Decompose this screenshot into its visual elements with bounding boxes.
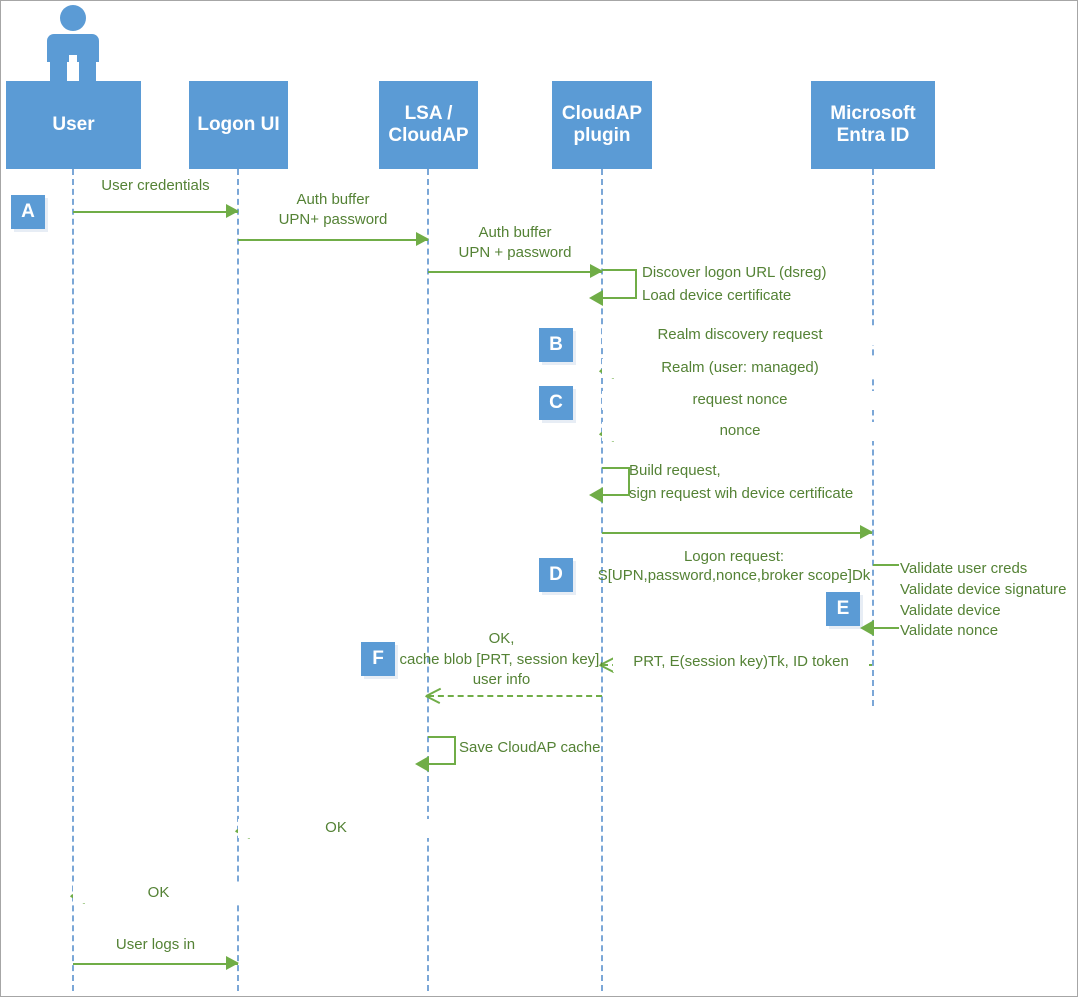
participant-user[interactable]: User [6, 81, 141, 169]
message-realm-response-label: Realm (user: managed) [602, 359, 878, 378]
participant-logon-ui-label: Logon UI [197, 114, 280, 136]
message-line [428, 271, 602, 273]
message-line [73, 963, 238, 965]
message-ok-to-logon-ui-label: OK [238, 819, 434, 838]
message-realm-discovery-request-label: Realm discovery request [602, 326, 878, 345]
lifeline-cloudap-plugin [601, 169, 603, 991]
step-marker-c-label: C [549, 392, 563, 413]
step-marker-d-label: D [549, 564, 563, 585]
self-message-build-sign-request-label-line2: sign request wih device certificate [629, 485, 854, 502]
step-marker-c[interactable]: C [539, 386, 573, 420]
step-marker-a-label: A [21, 201, 35, 222]
message-logon-request-label-line1: Logon request: [683, 548, 785, 565]
actor-leg-right [79, 55, 96, 81]
message-line [238, 239, 428, 241]
self-message-validate-label-line4: Validate nonce [900, 622, 999, 639]
message-cache-blob-label-line1: OK, [488, 630, 515, 647]
actor-head [60, 5, 86, 31]
actor-leg-gap [69, 55, 77, 81]
self-message-build-sign-request-label-line1: Build request, [629, 462, 721, 479]
message-request-nonce-label: request nonce [602, 391, 878, 410]
step-marker-f[interactable]: F [361, 642, 395, 676]
arrowhead-left-icon [415, 756, 429, 772]
participant-cloudap-plugin-label-line1: CloudAP [561, 103, 643, 125]
arrowhead-right-icon [416, 232, 429, 246]
message-auth-buffer-2-label-line1: Auth buffer [478, 224, 552, 241]
participant-entra-id-label-line2: Entra ID [836, 125, 910, 146]
step-marker-a[interactable]: A [11, 195, 45, 229]
self-message-validate-label-line1: Validate user creds [900, 560, 1028, 577]
message-logon-request-label-line2: S[UPN,password,nonce,broker scope]Dk [597, 567, 871, 584]
user-actor-icon [47, 5, 99, 81]
self-message-validate[interactable] [860, 564, 899, 636]
message-cache-blob-label-line3: user info [472, 671, 531, 688]
participant-cloudap-plugin-label-line2: plugin [573, 125, 631, 146]
participant-lsa-cloudap-label-line1: LSA / [404, 103, 453, 125]
arrowhead-left-icon [589, 487, 603, 503]
self-message-discover-logon-url-label-line2: Load device certificate [642, 287, 792, 304]
actor-leg-left [50, 55, 67, 81]
step-marker-f-label: F [372, 648, 384, 669]
lifeline-user [72, 169, 74, 991]
self-message-validate-label-line2: Validate device signature [900, 581, 1067, 598]
arrowhead-right-icon [590, 264, 603, 278]
lifeline-lsa-cloudap [427, 169, 429, 991]
arrowhead-left-icon [860, 620, 874, 636]
participant-lsa-cloudap-label-line2: CloudAP [388, 125, 469, 146]
arrowhead-left-icon [589, 290, 603, 306]
message-ok-to-user-label: OK [73, 884, 244, 903]
step-marker-e-label: E [836, 598, 850, 619]
step-marker-b[interactable]: B [539, 328, 573, 362]
participant-entra-id[interactable]: Microsoft Entra ID [811, 81, 935, 169]
participant-cloudap-plugin[interactable]: CloudAP plugin [552, 81, 652, 169]
message-line [428, 695, 602, 697]
message-user-logs-in-label: User logs in [115, 936, 196, 953]
message-auth-buffer-1-label-line2: UPN+ password [278, 211, 388, 228]
self-message-discover-logon-url-label-line1: Discover logon URL (dsreg) [642, 264, 827, 281]
participant-user-label: User [52, 114, 95, 136]
participant-entra-id-label-line1: Microsoft [830, 103, 916, 125]
self-message-save-cloudap-cache[interactable] [415, 736, 456, 772]
message-cache-blob-label-line2: cache blob [PRT, session key], [399, 651, 604, 668]
self-message-build-sign-request[interactable] [589, 467, 630, 503]
message-user-credentials-label: User credentials [101, 177, 210, 194]
step-marker-e[interactable]: E [826, 592, 860, 626]
self-message-discover-logon-url[interactable] [589, 269, 637, 306]
message-auth-buffer-1-label-line1: Auth buffer [296, 191, 370, 208]
step-marker-b-label: B [549, 334, 563, 355]
message-line [602, 532, 872, 534]
message-auth-buffer-2-label-line2: UPN + password [458, 244, 572, 261]
participant-logon-ui[interactable]: Logon UI [189, 81, 288, 169]
arrowhead-right-icon [860, 525, 873, 539]
participant-lsa-cloudap[interactable]: LSA / CloudAP [379, 81, 478, 169]
self-message-validate-label-line3: Validate device [900, 602, 1001, 619]
lifeline-logon-ui [237, 169, 239, 991]
step-marker-d[interactable]: D [539, 558, 573, 592]
self-message-save-cloudap-cache-label: Save CloudAP cache [459, 739, 601, 756]
message-nonce-response-label: nonce [602, 422, 878, 441]
message-line [73, 211, 238, 213]
message-prt-response-label: PRT, E(session key)Tk, ID token [613, 653, 869, 672]
arrowhead-right-icon [226, 956, 239, 970]
arrowhead-right-icon [226, 204, 239, 218]
